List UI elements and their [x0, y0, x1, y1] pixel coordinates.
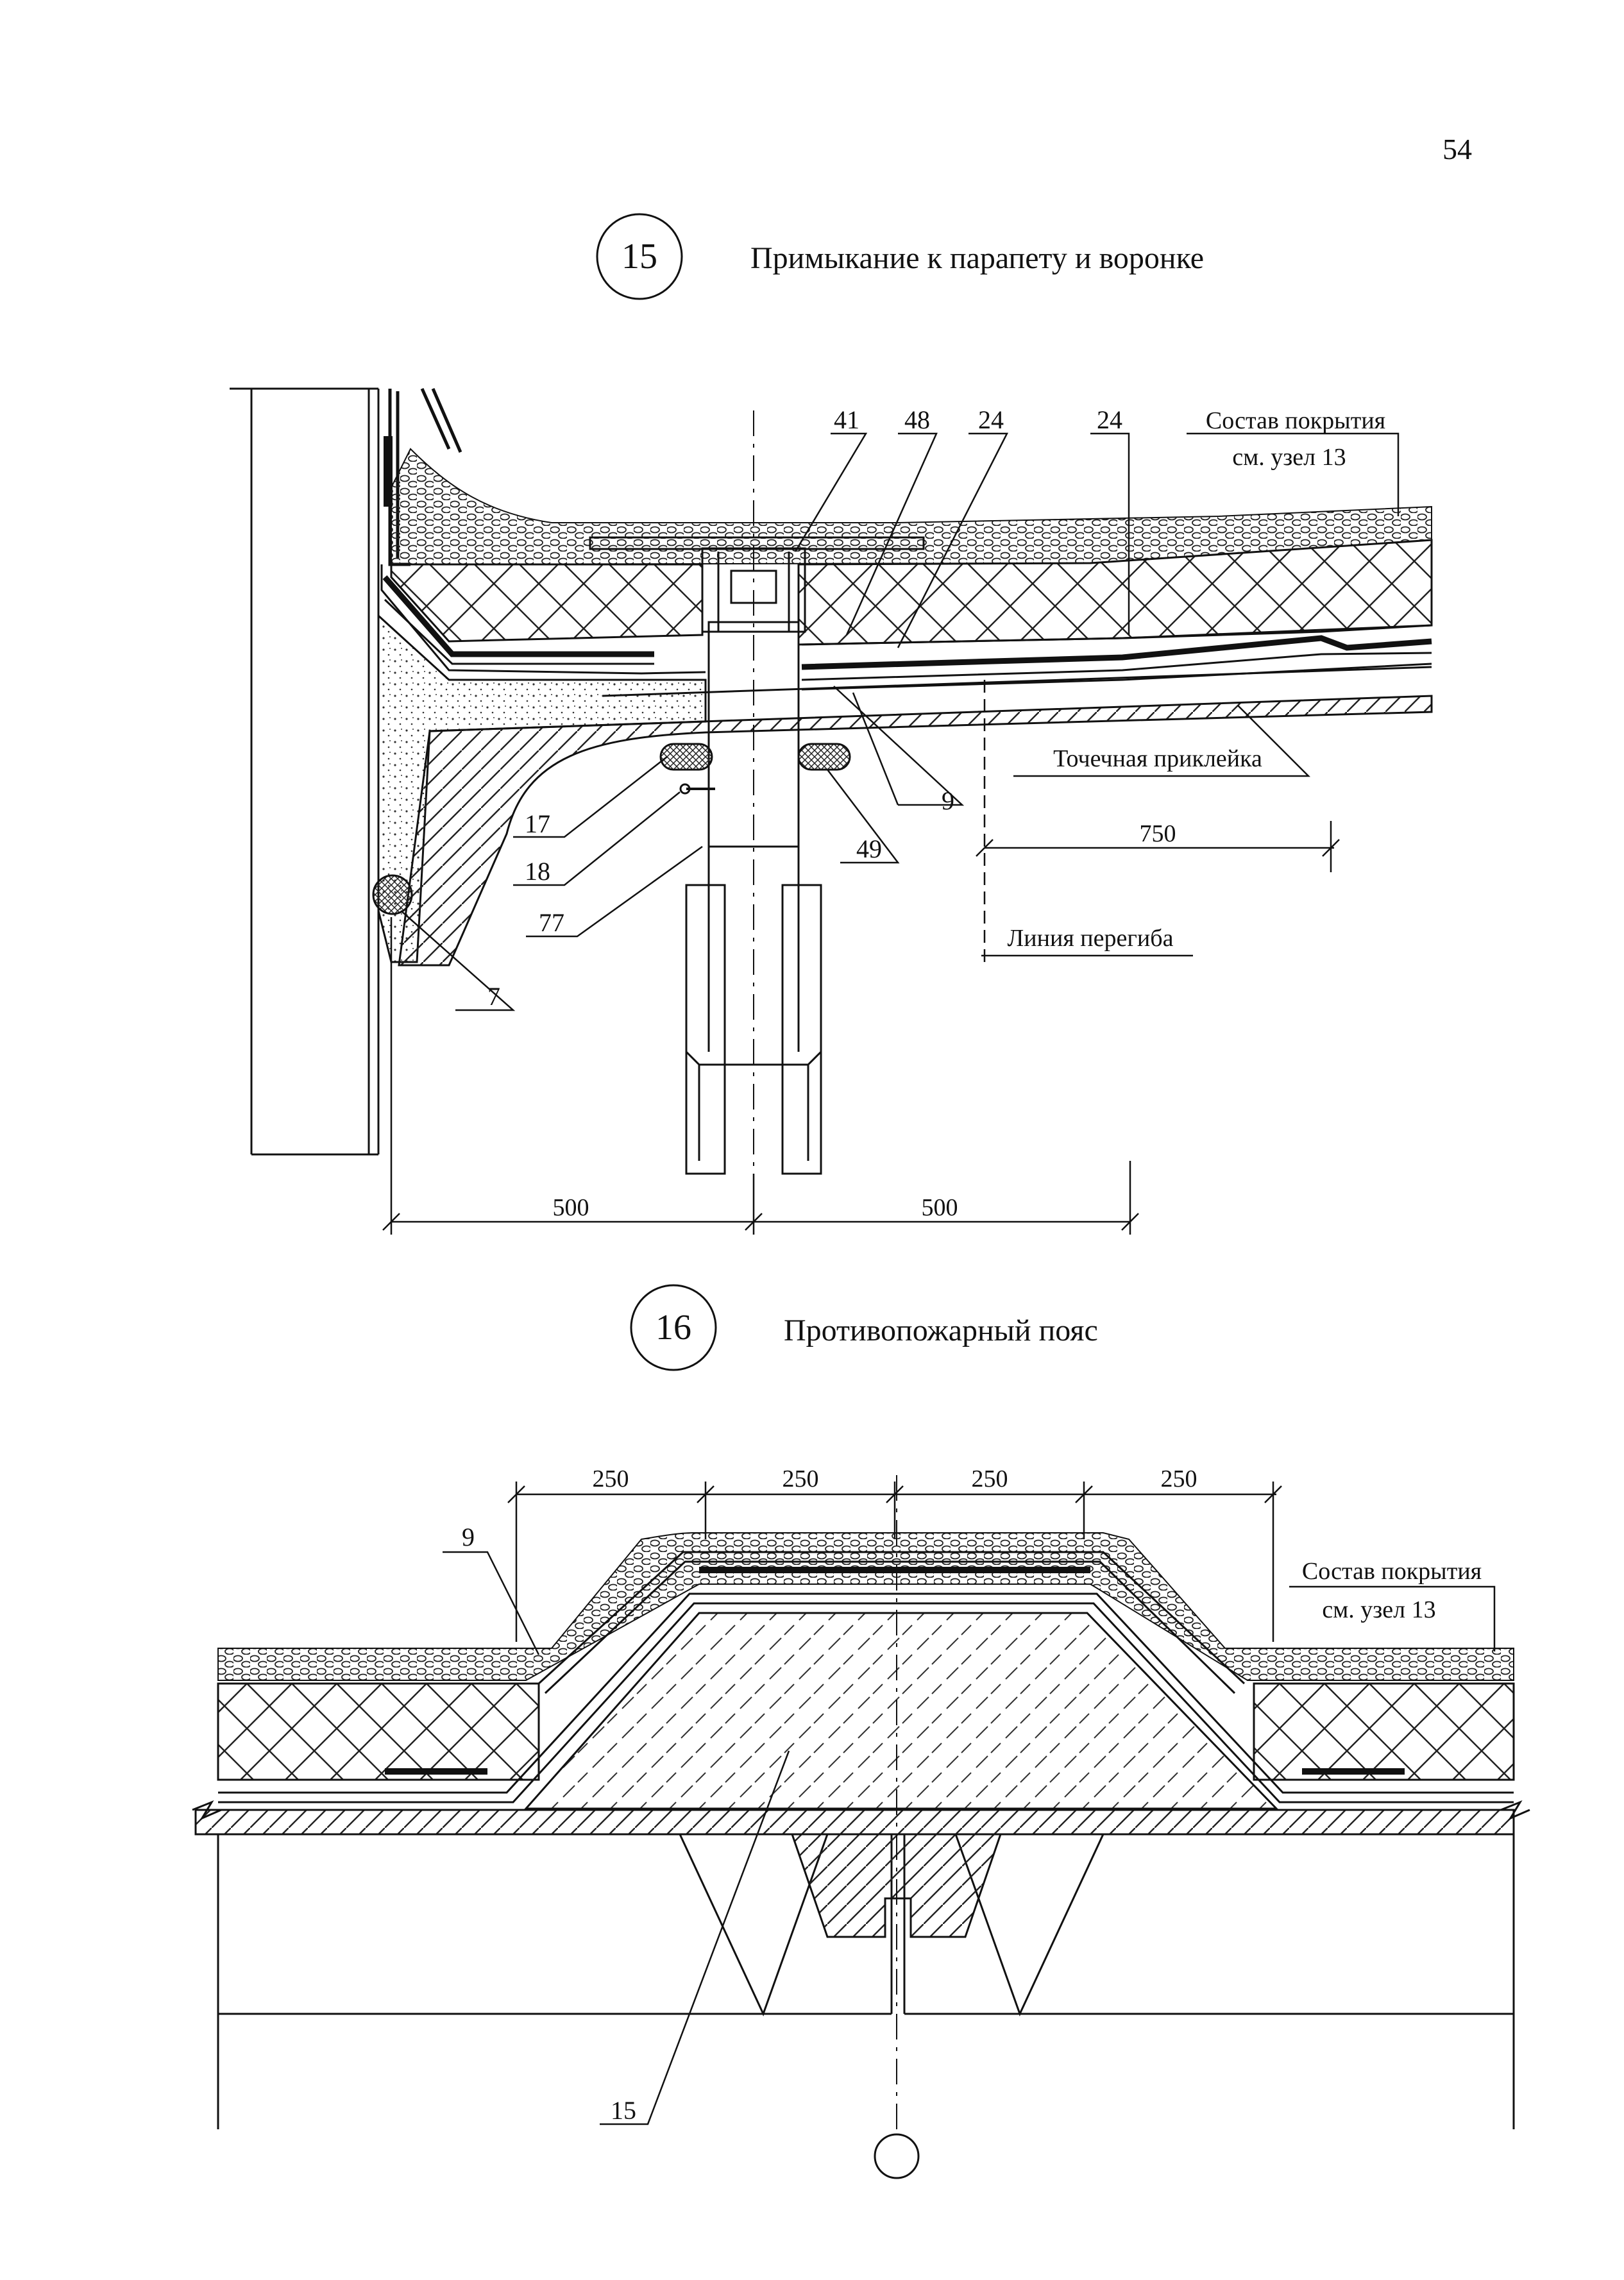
detail-15-number-circle	[596, 213, 683, 300]
insulation-left	[390, 563, 704, 643]
detail-15-number: 15	[622, 237, 657, 276]
spot-gluing-label: Точечная приклейка	[1053, 745, 1262, 772]
callout-24-first: 24	[978, 405, 1004, 434]
bend-line-label: Линия перегиба	[1008, 925, 1174, 952]
slab-break-marks	[192, 1800, 1530, 1821]
callout-48: 48	[904, 405, 930, 434]
parapet-flashing-strip	[384, 436, 393, 507]
callout-9-16: 9	[462, 1523, 475, 1551]
dimension-750-label: 750	[1140, 820, 1176, 847]
funnel-clamp	[659, 743, 851, 795]
dimension-250-2: 250	[782, 1465, 819, 1492]
axis-marker-circle	[874, 2133, 920, 2179]
parapet-wall	[230, 387, 380, 1156]
callout-7: 7	[487, 982, 500, 1011]
detail-16-title: Противопожарный пояс	[784, 1313, 1098, 1347]
callout-49: 49	[856, 834, 882, 863]
fire-belt-gravel	[217, 1532, 1514, 1681]
composition-leader-16	[1289, 1585, 1496, 1651]
composition-note-16-line1: Состав покрытия	[1302, 1558, 1482, 1585]
callout-9: 9	[942, 786, 954, 815]
composition-note-16-line2: см. узел 13	[1322, 1596, 1435, 1623]
slab-band-16	[194, 1809, 1515, 1836]
detail-15-title: Примыкание к парапету и воронке	[750, 241, 1204, 275]
detail-16-number: 16	[656, 1308, 691, 1347]
leader-lines-15	[400, 432, 1400, 1011]
detail-16: 16 Противопожарный пояс 250 250 250 250	[192, 1284, 1530, 2179]
insulation-right-16	[1253, 1682, 1515, 1781]
composition-note-line2: см. узел 13	[1232, 444, 1346, 471]
sealing-cord	[372, 874, 413, 915]
callout-17: 17	[525, 809, 550, 838]
callout-24-second: 24	[1097, 405, 1122, 434]
dimension-500-left-label: 500	[553, 1194, 589, 1221]
leader-15-16	[600, 1750, 790, 2125]
membrane-layers-16	[218, 1551, 1514, 1803]
gravel-layer	[391, 448, 1432, 566]
roof-slab	[398, 695, 1433, 967]
callouts-15: 41 48 24 24 17 18 77 7 9 49	[487, 405, 1122, 1011]
callout-18: 18	[525, 857, 550, 886]
page-number: 54	[1442, 133, 1472, 165]
callout-41: 41	[834, 405, 859, 434]
callout-77: 77	[539, 908, 564, 937]
detail-15: 15 Примыкание к парапету и воронке	[230, 213, 1433, 1235]
callout-15-16: 15	[611, 2096, 636, 2125]
roof-drain-funnel	[685, 410, 822, 1175]
dimension-500-500	[382, 917, 1139, 1235]
slab-top-line	[602, 666, 1432, 697]
dimension-250-3: 250	[972, 1465, 1008, 1492]
dimension-750	[976, 821, 1340, 872]
fire-belt-core	[523, 1612, 1279, 1810]
detail-16-number-circle	[630, 1284, 717, 1371]
composition-note-line1: Состав покрытия	[1206, 407, 1385, 434]
dimension-250-1: 250	[593, 1465, 629, 1492]
insulation-left-16	[217, 1682, 540, 1781]
dimension-500-right-label: 500	[922, 1194, 958, 1221]
leader-9-16	[443, 1551, 540, 1655]
dimension-250-4: 250	[1161, 1465, 1197, 1492]
